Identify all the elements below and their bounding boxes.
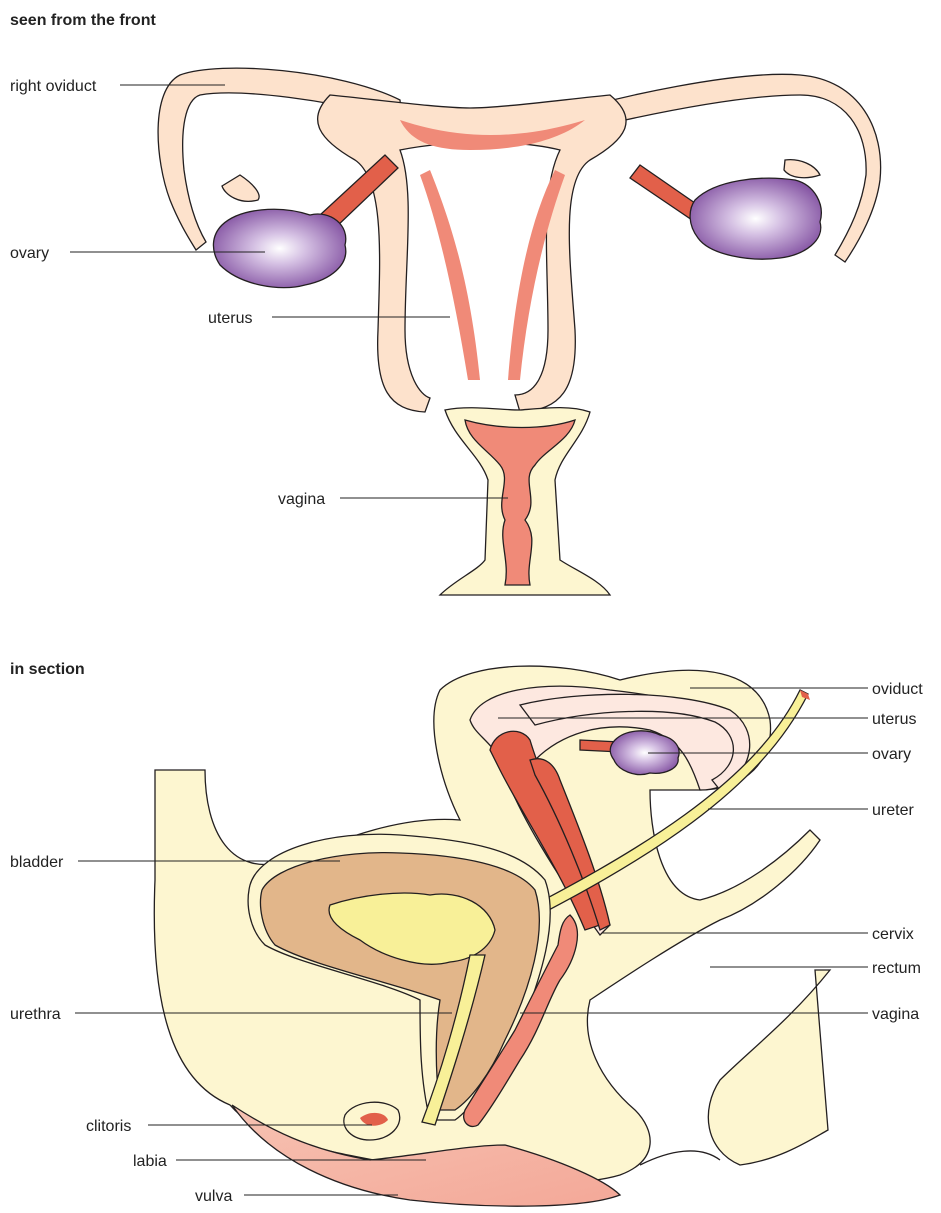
section-view-heading: in section: [10, 661, 85, 678]
label-section-vagina: vagina: [872, 1006, 919, 1023]
front-view-heading: seen from the front: [10, 12, 156, 29]
label-bladder: bladder: [10, 854, 64, 871]
front-ovary-right: [690, 178, 821, 259]
section-rectum: [708, 970, 830, 1165]
label-section-uterus: uterus: [872, 711, 916, 728]
label-front-vagina: vagina: [278, 491, 325, 508]
front-view: seen from the front: [10, 12, 881, 595]
front-vagina: [440, 408, 610, 595]
label-ureter: ureter: [872, 802, 914, 819]
label-front-uterus: uterus: [208, 310, 252, 327]
label-right-oviduct: right oviduct: [10, 78, 97, 95]
label-vulva: vulva: [195, 1188, 232, 1205]
section-view: in section: [10, 661, 923, 1206]
label-urethra: urethra: [10, 1006, 61, 1023]
label-section-ovary: ovary: [872, 746, 911, 763]
label-labia: labia: [133, 1153, 167, 1170]
front-ovary-left: [213, 209, 345, 287]
front-uterus: [318, 95, 626, 412]
label-oviduct: oviduct: [872, 681, 923, 698]
label-cervix: cervix: [872, 926, 914, 943]
label-clitoris: clitoris: [86, 1118, 131, 1135]
label-front-ovary: ovary: [10, 245, 49, 262]
label-rectum: rectum: [872, 960, 921, 977]
